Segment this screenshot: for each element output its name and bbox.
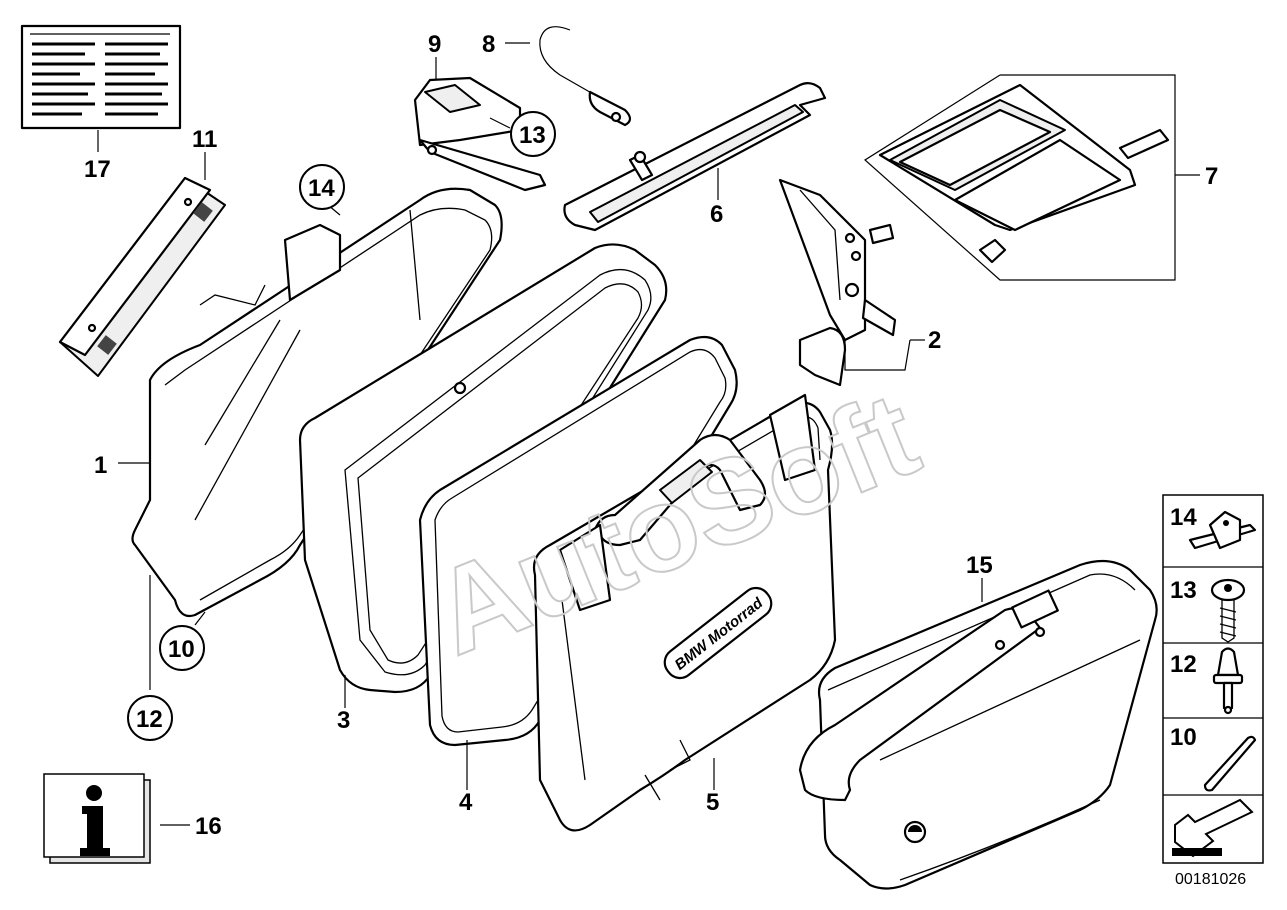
callout-8: 8 bbox=[482, 31, 495, 58]
legend-label-12: 12 bbox=[1170, 651, 1197, 678]
info-icon bbox=[43, 773, 151, 864]
part-1-lid bbox=[131, 187, 503, 618]
legend-box: 14 13 12 10 bbox=[1162, 494, 1264, 864]
legend-label-10: 10 bbox=[1170, 724, 1197, 751]
callout-17: 17 bbox=[84, 156, 111, 183]
part-8-cable bbox=[539, 26, 632, 127]
diagram-reference: 00181026 bbox=[1175, 871, 1246, 888]
arrow-icon bbox=[1166, 798, 1260, 860]
part-2-bracket bbox=[778, 178, 897, 387]
rivet-icon bbox=[1212, 647, 1244, 715]
callout-15: 15 bbox=[966, 552, 993, 579]
screw-icon bbox=[1210, 578, 1246, 643]
callout-13: 13 bbox=[519, 122, 546, 149]
part-6-rail bbox=[563, 81, 827, 232]
callout-12: 12 bbox=[136, 706, 163, 733]
callout-1: 1 bbox=[94, 452, 107, 479]
pin-icon bbox=[1203, 735, 1257, 792]
callout-9: 9 bbox=[428, 31, 441, 58]
part-15-bag bbox=[798, 559, 1158, 890]
callout-2: 2 bbox=[928, 327, 941, 354]
part-5-case: BMW Motorrad bbox=[532, 393, 837, 832]
part-11-strip bbox=[58, 176, 226, 377]
callout-11: 11 bbox=[192, 126, 217, 153]
callout-7: 7 bbox=[1205, 163, 1218, 190]
legend-label-13: 13 bbox=[1170, 577, 1197, 604]
callout-10: 10 bbox=[168, 636, 195, 663]
label-sticker bbox=[20, 24, 182, 130]
part-7-plate bbox=[864, 74, 1200, 281]
clip-nut-icon bbox=[1188, 510, 1257, 550]
callout-6: 6 bbox=[710, 201, 723, 228]
callout-14: 14 bbox=[308, 175, 335, 202]
callout-4: 4 bbox=[459, 789, 473, 816]
callout-5: 5 bbox=[706, 789, 719, 816]
legend-label-14: 14 bbox=[1170, 504, 1197, 531]
callout-16: 16 bbox=[195, 813, 222, 840]
callout-3: 3 bbox=[337, 707, 350, 734]
